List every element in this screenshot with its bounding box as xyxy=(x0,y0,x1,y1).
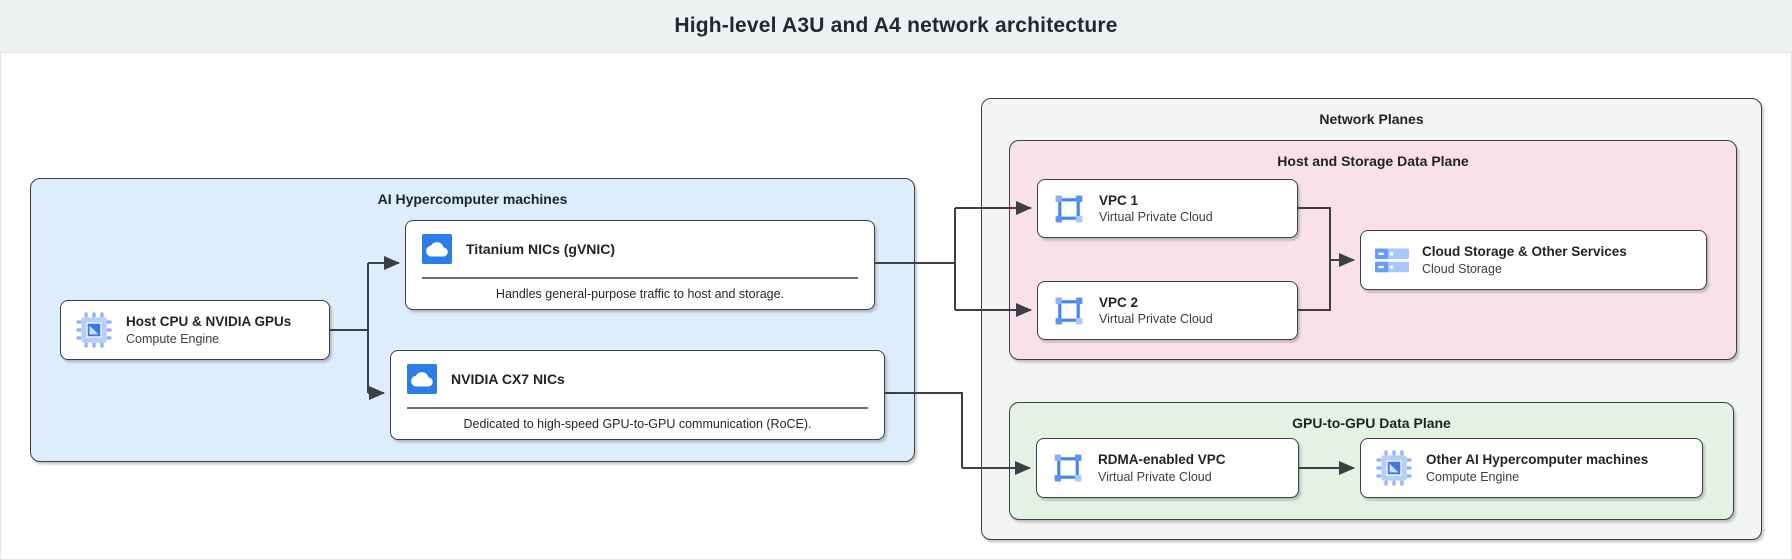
node-title: NVIDIA CX7 NICs xyxy=(451,371,565,387)
node-title: VPC 2 xyxy=(1099,294,1139,310)
node-cloud-storage-other-services: Cloud Storage & Other Services Cloud Sto… xyxy=(1360,230,1707,290)
vpc-icon xyxy=(1051,451,1085,485)
node-title: VPC 1 xyxy=(1099,192,1139,208)
container-label: GPU-to-GPU Data Plane xyxy=(1292,415,1451,431)
compute-engine-icon xyxy=(75,311,113,349)
node-rdma-enabled-vpc: RDMA-enabled VPC Virtual Private Cloud xyxy=(1036,438,1299,498)
node-subtitle: Compute Engine xyxy=(126,331,220,346)
node-host-cpu-nvidia-gpus: Host CPU & NVIDIA GPUs Compute Engine xyxy=(60,300,330,360)
node-subtitle: Compute Engine xyxy=(1426,469,1520,484)
container-label: Host and Storage Data Plane xyxy=(1277,153,1469,169)
container-label: Network Planes xyxy=(1319,111,1424,127)
node-titanium-nics: Titanium NICs (gVNIC) Handles general-pu… xyxy=(405,220,875,310)
node-nvidia-cx7-nics: NVIDIA CX7 NICs Dedicated to high-speed … xyxy=(390,350,885,440)
node-vpc-2: VPC 2 Virtual Private Cloud xyxy=(1037,281,1298,340)
page-title: High-level A3U and A4 network architectu… xyxy=(674,14,1118,37)
cloud-icon xyxy=(407,364,437,394)
node-caption: Handles general-purpose traffic to host … xyxy=(495,287,785,301)
diagram-title-bar: High-level A3U and A4 network architectu… xyxy=(0,0,1792,53)
vpc-icon xyxy=(1052,192,1086,226)
container-label: AI Hypercomputer machines xyxy=(377,191,568,207)
node-title: Host CPU & NVIDIA GPUs xyxy=(126,314,292,330)
node-title: RDMA-enabled VPC xyxy=(1098,452,1226,468)
node-title: Other AI Hypercomputer machines xyxy=(1426,452,1649,468)
node-subtitle: Virtual Private Cloud xyxy=(1098,469,1212,484)
node-vpc-1: VPC 1 Virtual Private Cloud xyxy=(1037,179,1298,238)
cloud-storage-icon xyxy=(1375,247,1409,273)
node-other-ai-hypercomputer-machines: Other AI Hypercomputer machines Compute … xyxy=(1360,438,1703,498)
compute-engine-icon xyxy=(1375,449,1413,487)
node-caption: Dedicated to high-speed GPU-to-GPU commu… xyxy=(463,417,812,431)
cloud-icon xyxy=(422,234,452,264)
vpc-icon xyxy=(1052,294,1086,328)
node-title: Cloud Storage & Other Services xyxy=(1422,244,1627,260)
node-subtitle: Cloud Storage xyxy=(1422,261,1502,276)
divider xyxy=(407,407,868,409)
node-title: Titanium NICs (gVNIC) xyxy=(466,241,616,257)
divider xyxy=(422,277,858,279)
node-subtitle: Virtual Private Cloud xyxy=(1099,312,1213,327)
node-subtitle: Virtual Private Cloud xyxy=(1099,210,1213,225)
